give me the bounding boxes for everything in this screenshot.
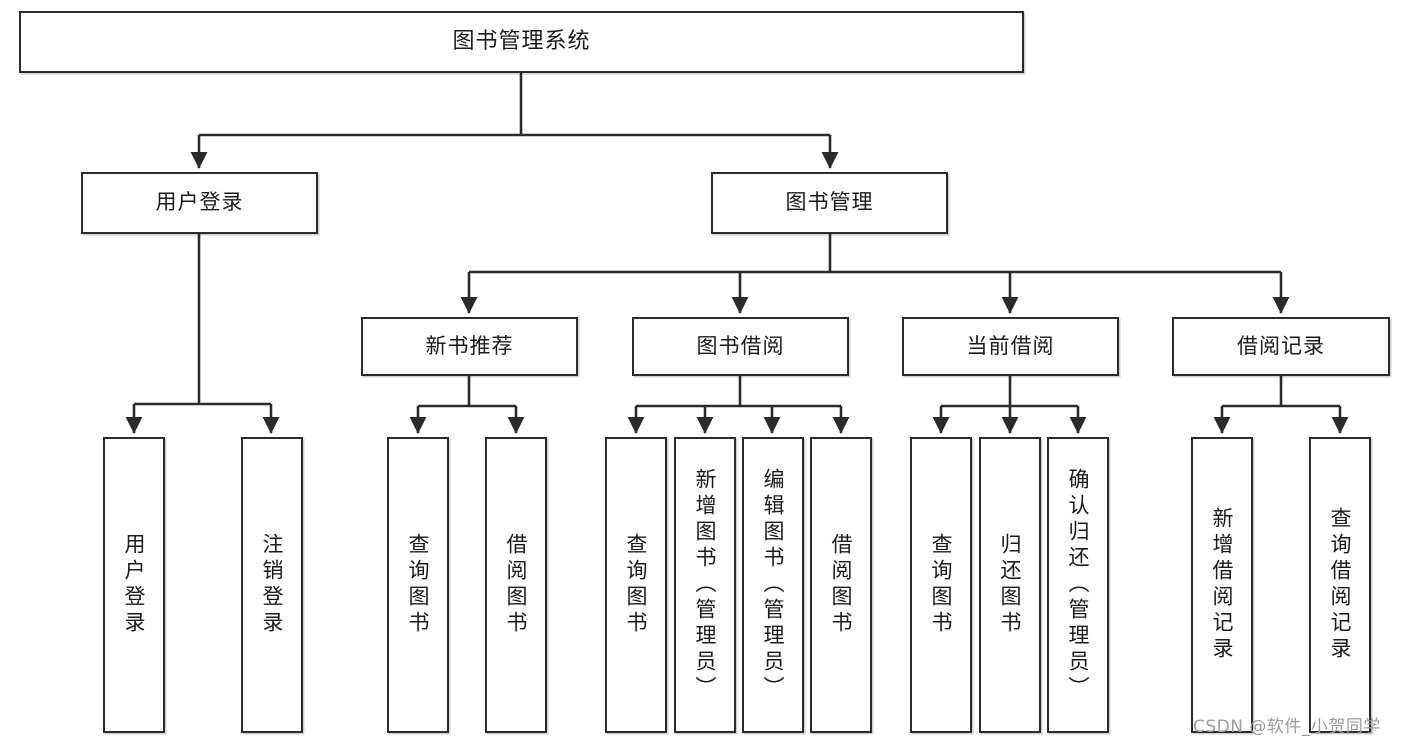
node-borrow-record[interactable]: 借阅记录 <box>1172 317 1390 376</box>
leaf-record-add-borrow-record[interactable]: 新增借阅记录 <box>1191 437 1253 733</box>
node-label: 编辑图书（管理员） <box>761 468 786 702</box>
leaf-borrow-borrow-book[interactable]: 借阅图书 <box>810 437 872 733</box>
watermark-text: CSDN @软件_小贺同学 <box>1193 717 1381 737</box>
node-book-management[interactable]: 图书管理 <box>711 172 948 234</box>
leaf-user-login-login[interactable]: 用户登录 <box>103 437 165 733</box>
leaf-current-return-book[interactable]: 归还图书 <box>979 437 1041 733</box>
node-label: 当前借阅 <box>966 333 1055 358</box>
node-label: 借阅记录 <box>1237 333 1325 358</box>
node-label: 图书管理 <box>785 190 874 215</box>
leaf-user-login-logout[interactable]: 注销登录 <box>241 437 303 733</box>
node-label: 图书借阅 <box>696 333 785 358</box>
node-book-borrow[interactable]: 图书借阅 <box>632 317 849 376</box>
leaf-record-query-borrow-record[interactable]: 查询借阅记录 <box>1309 437 1371 733</box>
node-root-book-management-system[interactable]: 图书管理系统 <box>19 11 1024 73</box>
node-label: 查询图书 <box>406 533 431 637</box>
node-label: 借阅图书 <box>829 533 854 637</box>
leaf-current-query-book[interactable]: 查询图书 <box>910 437 972 733</box>
node-label: 用户登录 <box>122 533 147 637</box>
node-user-login[interactable]: 用户登录 <box>81 172 318 234</box>
leaf-current-confirm-return-admin[interactable]: 确认归还（管理员） <box>1047 437 1109 733</box>
node-label: 新增图书（管理员） <box>693 468 718 702</box>
node-new-book-recommend[interactable]: 新书推荐 <box>361 317 578 376</box>
node-label: 新增借阅记录 <box>1210 507 1235 663</box>
leaf-borrow-query-book[interactable]: 查询图书 <box>605 437 667 733</box>
node-label: 查询图书 <box>624 533 649 637</box>
node-label: 借阅图书 <box>504 533 529 637</box>
leaf-new-book-borrow[interactable]: 借阅图书 <box>485 437 547 733</box>
node-label: 图书管理系统 <box>452 28 591 54</box>
node-label: 用户登录 <box>155 190 244 215</box>
node-current-borrow[interactable]: 当前借阅 <box>902 317 1119 376</box>
node-label: 归还图书 <box>998 533 1023 637</box>
node-label: 查询借阅记录 <box>1328 507 1353 663</box>
leaf-new-book-query[interactable]: 查询图书 <box>387 437 449 733</box>
node-label: 确认归还（管理员） <box>1066 468 1091 702</box>
node-label: 查询图书 <box>929 533 954 637</box>
leaf-borrow-edit-book-admin[interactable]: 编辑图书（管理员） <box>742 437 804 733</box>
leaf-borrow-add-book-admin[interactable]: 新增图书（管理员） <box>674 437 736 733</box>
node-label: 新书推荐 <box>425 333 514 358</box>
node-label: 注销登录 <box>260 533 285 637</box>
